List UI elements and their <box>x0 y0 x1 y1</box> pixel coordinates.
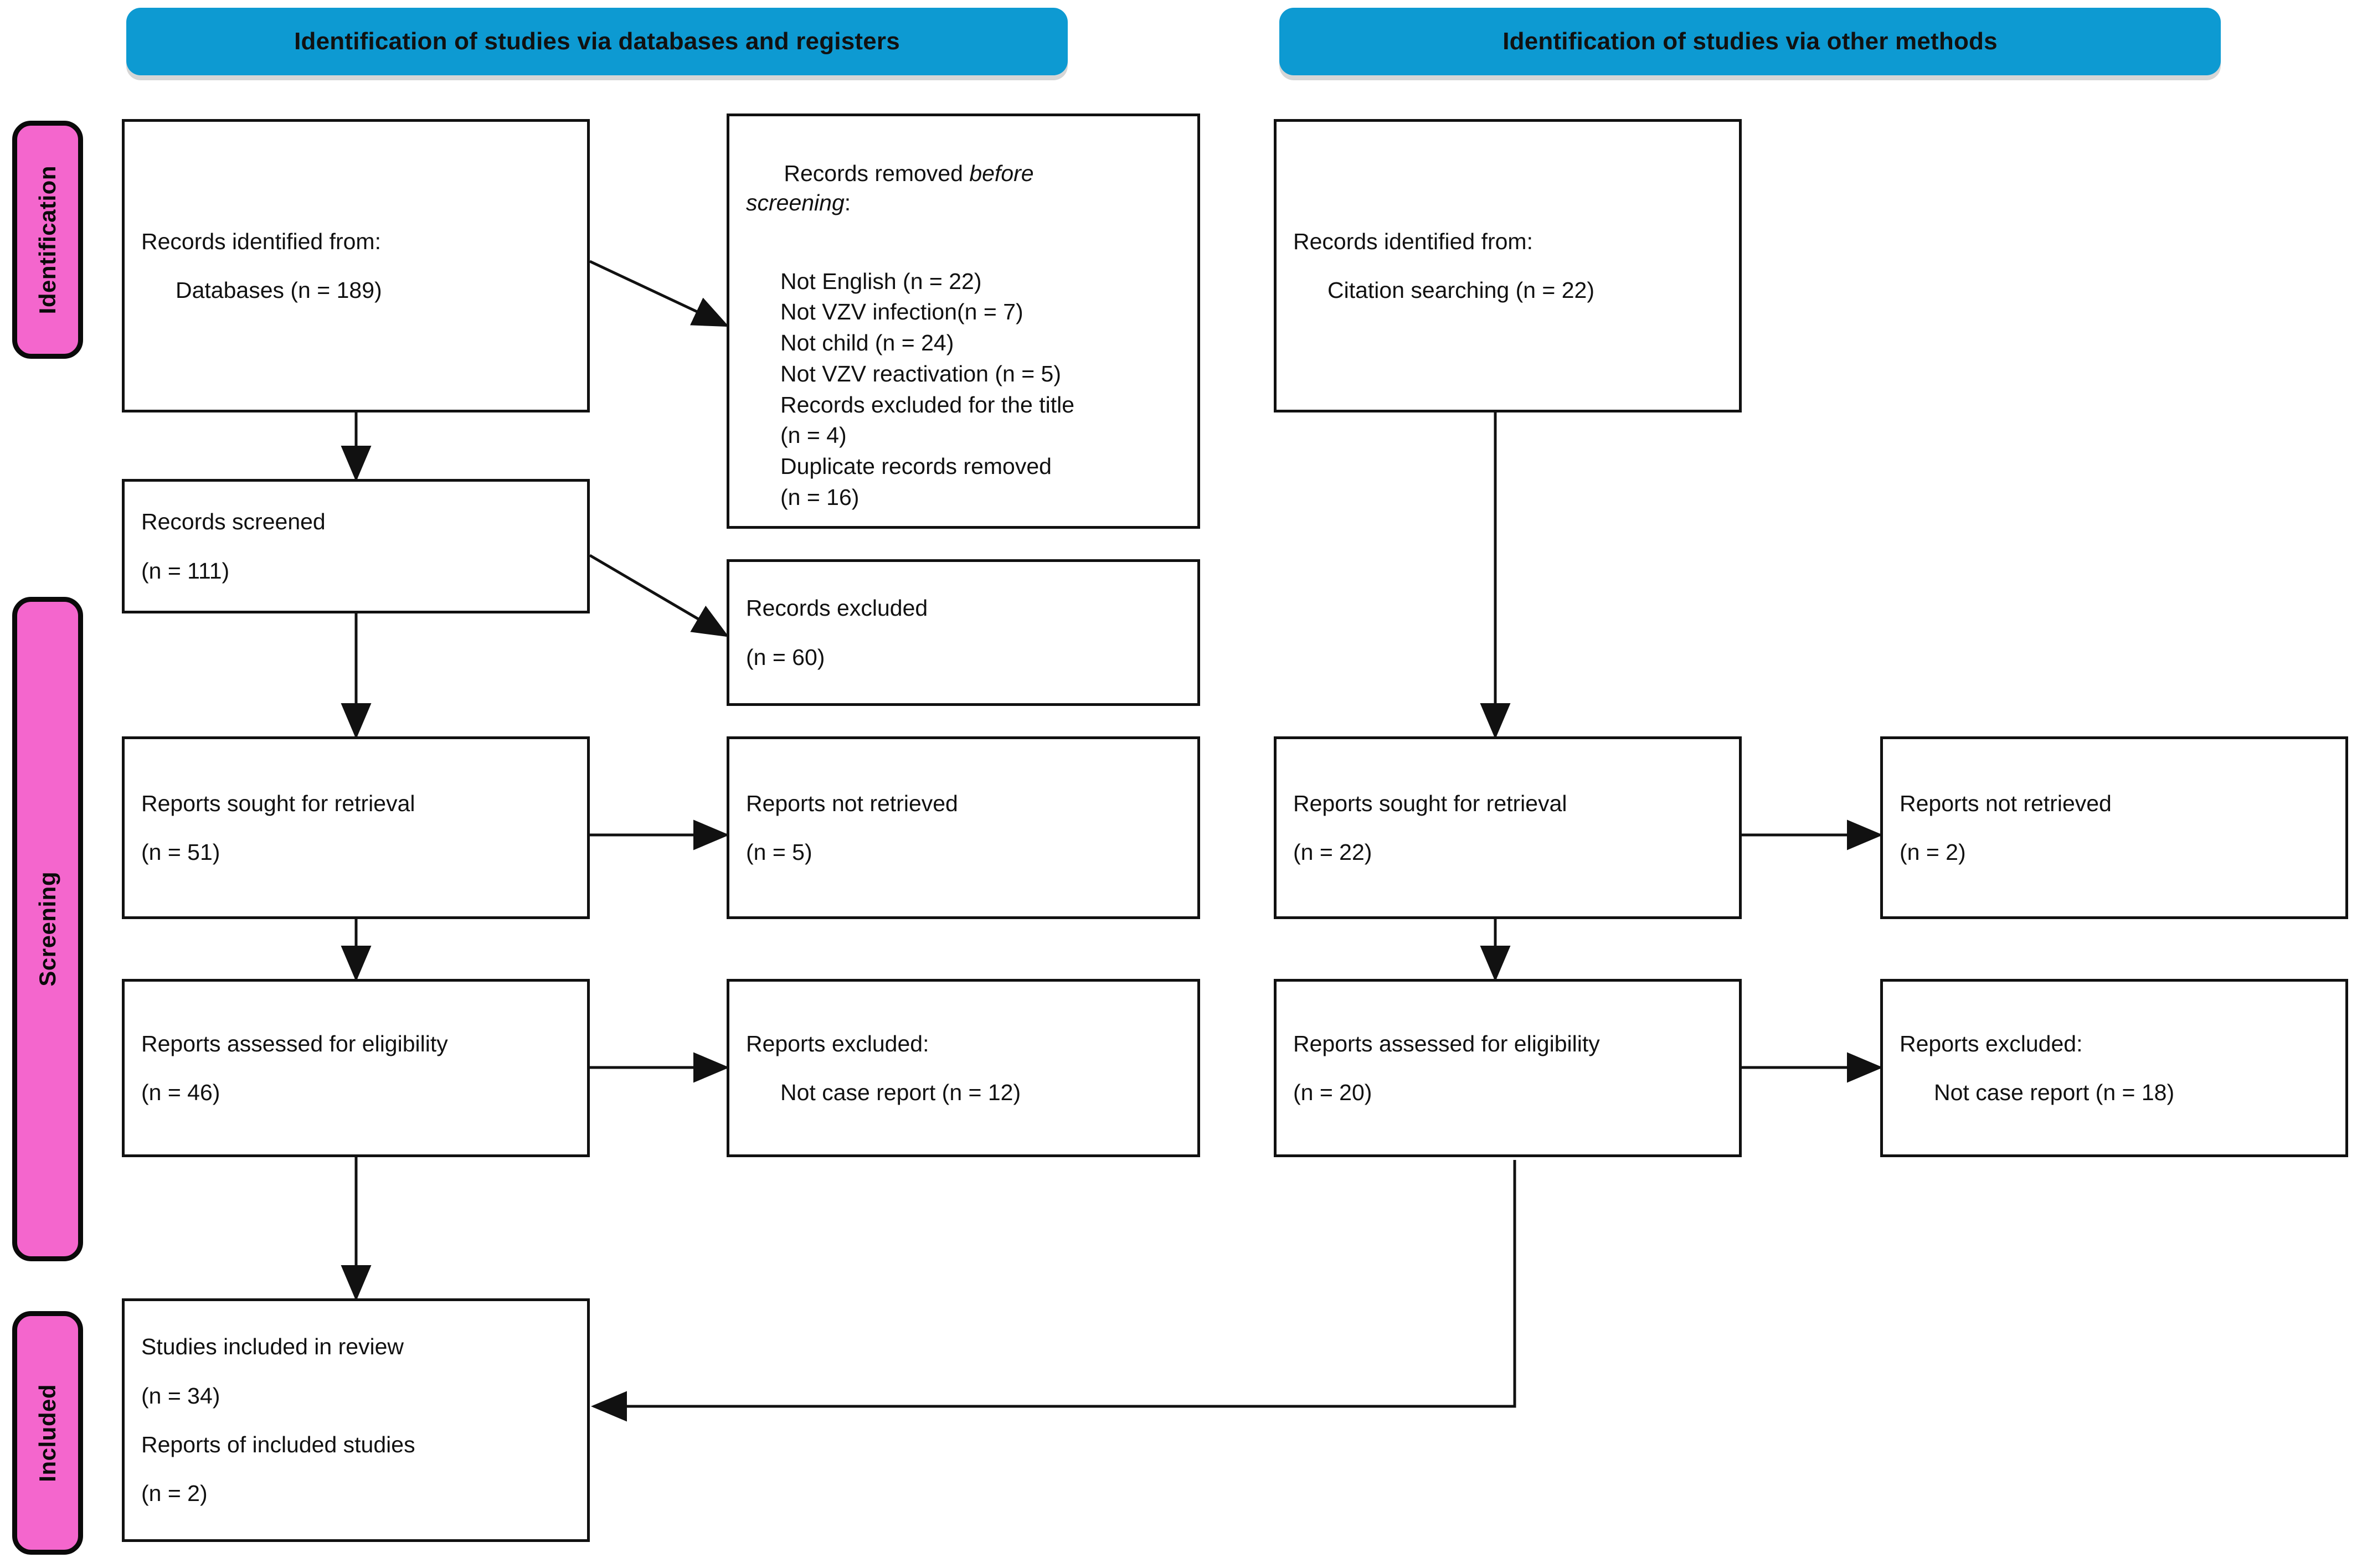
list-item: (n = 4) <box>780 422 847 448</box>
node-reports-assessed-eligibility-right: Reports assessed for eligibility (n = 20… <box>1274 979 1742 1157</box>
reports-excluded-reason: Not case report (n = 12) <box>780 1080 1021 1105</box>
right-reports-excluded-title: Reports excluded: <box>1900 1030 2083 1056</box>
reports-assessed-count: (n = 46) <box>141 1080 220 1105</box>
stage-tab-identification-label: Identification <box>34 165 60 314</box>
stage-tab-included: Included <box>12 1311 83 1555</box>
list-item: Not VZV reactivation (n = 5) <box>780 360 1062 386</box>
node-records-identified-databases: Records identified from: Databases (n = … <box>122 119 590 412</box>
records-removed-title-italic-1: before <box>969 160 1034 186</box>
wire-right-assessed-to-included <box>591 1160 1516 1422</box>
right-reports-sought-count: (n = 22) <box>1293 839 1372 865</box>
records-identified-source: Databases (n = 189) <box>176 277 382 303</box>
right-reports-excluded-reason: Not case report (n = 18) <box>1934 1080 2175 1105</box>
node-reports-sought-retrieval-right: Reports sought for retrieval (n = 22) <box>1274 736 1742 919</box>
records-removed-title-italic-2: screening <box>746 190 845 215</box>
list-item: Not English (n = 22) <box>780 268 982 294</box>
banner-other-methods: Identification of studies via other meth… <box>1279 8 2221 75</box>
records-removed-title-colon: : <box>844 190 851 215</box>
records-removed-title-plain: Records removed <box>784 160 970 186</box>
list-item: (n = 16) <box>780 484 860 510</box>
node-records-screened: Records screened (n = 111) <box>122 479 590 613</box>
list-item: Not VZV infection(n = 7) <box>780 299 1023 325</box>
wire-screened-to-excluded <box>589 554 729 637</box>
list-item: Duplicate records removed <box>780 453 1052 479</box>
right-reports-not-retrieved-title: Reports not retrieved <box>1900 790 2112 816</box>
reports-assessed-title: Reports assessed for eligibility <box>141 1030 448 1056</box>
reports-sought-count: (n = 51) <box>141 839 220 865</box>
node-reports-assessed-eligibility-left: Reports assessed for eligibility (n = 46… <box>122 979 590 1157</box>
records-removed-reason-list: Not English (n = 22) Not VZV infection(n… <box>746 266 1181 513</box>
right-records-identified-title: Records identified from: <box>1293 228 1533 254</box>
reports-of-included-studies-title: Reports of included studies <box>141 1432 415 1457</box>
node-records-removed-before-screening: Records removed before screening: Not Eng… <box>727 114 1200 529</box>
banner-databases-label: Identification of studies via databases … <box>294 27 900 55</box>
records-screened-title: Records screened <box>141 509 326 535</box>
stage-tab-identification: Identification <box>12 121 83 359</box>
records-excluded-title: Records excluded <box>746 595 928 621</box>
right-reports-not-retrieved-count: (n = 2) <box>1900 839 1966 865</box>
records-removed-title: Records removed before screening: <box>746 129 1181 247</box>
stage-tab-screening: Screening <box>12 597 83 1261</box>
node-records-excluded: Records excluded (n = 60) <box>727 559 1200 706</box>
records-excluded-count: (n = 60) <box>746 644 825 670</box>
list-item: Records excluded for the title <box>780 391 1074 417</box>
records-screened-count: (n = 111) <box>141 558 230 584</box>
node-reports-not-retrieved-left: Reports not retrieved (n = 5) <box>727 736 1200 919</box>
records-identified-title: Records identified from: <box>141 228 381 254</box>
reports-not-retrieved-count: (n = 5) <box>746 839 812 865</box>
node-reports-sought-retrieval-left: Reports sought for retrieval (n = 51) <box>122 736 590 919</box>
right-reports-assessed-title: Reports assessed for eligibility <box>1293 1030 1600 1056</box>
banner-databases-registers: Identification of studies via databases … <box>126 8 1068 75</box>
studies-included-count: (n = 34) <box>141 1383 220 1409</box>
right-records-identified-source: Citation searching (n = 22) <box>1327 277 1595 303</box>
list-item: Not child (n = 24) <box>780 330 954 356</box>
wire-identified-to-removed <box>589 260 729 327</box>
reports-not-retrieved-title: Reports not retrieved <box>746 790 958 816</box>
stage-tab-included-label: Included <box>34 1384 60 1482</box>
node-reports-excluded-left: Reports excluded: Not case report (n = 1… <box>727 979 1200 1157</box>
banner-other-methods-label: Identification of studies via other meth… <box>1502 27 1998 55</box>
right-reports-sought-title: Reports sought for retrieval <box>1293 790 1567 816</box>
right-reports-assessed-count: (n = 20) <box>1293 1080 1372 1105</box>
studies-included-title: Studies included in review <box>141 1334 404 1360</box>
reports-excluded-title: Reports excluded: <box>746 1030 929 1056</box>
stage-tab-screening-label: Screening <box>34 871 60 987</box>
reports-of-included-studies-count: (n = 2) <box>141 1481 208 1507</box>
node-records-identified-citation: Records identified from: Citation search… <box>1274 119 1742 412</box>
node-studies-included-review: Studies included in review (n = 34) Repo… <box>122 1298 590 1542</box>
reports-sought-title: Reports sought for retrieval <box>141 790 415 816</box>
node-reports-not-retrieved-right: Reports not retrieved (n = 2) <box>1880 736 2348 919</box>
node-reports-excluded-right: Reports excluded: Not case report (n = 1… <box>1880 979 2348 1157</box>
